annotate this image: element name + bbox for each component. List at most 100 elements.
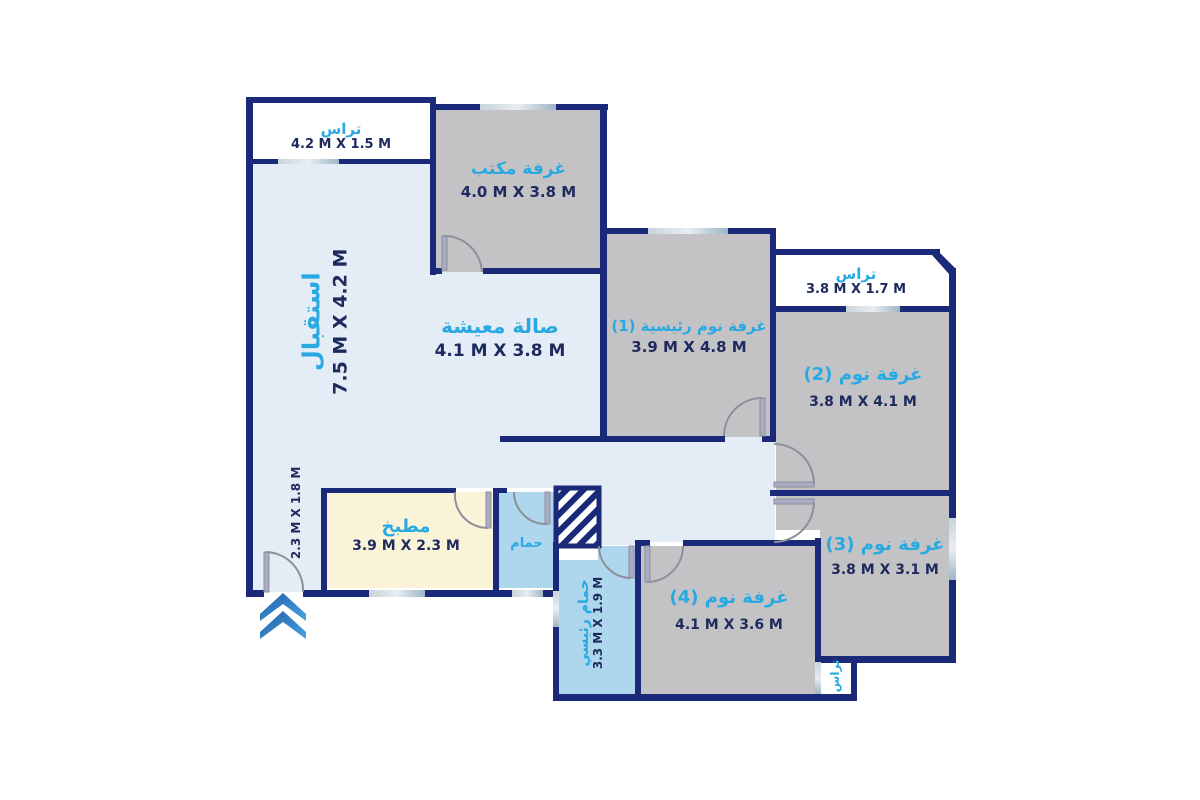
wall bbox=[556, 104, 608, 110]
wall bbox=[815, 538, 821, 698]
door-master-bath[interactable] bbox=[598, 545, 635, 579]
terrace-right-size: 3.8 M X 1.7 M bbox=[805, 282, 907, 298]
label-reception: استقبال 7.5 M X 4.2 M bbox=[297, 187, 351, 457]
door-office[interactable] bbox=[441, 234, 483, 273]
terrace-right-fill bbox=[776, 254, 950, 307]
windows bbox=[278, 104, 956, 694]
bedroom4-size: 4.1 M X 3.6 M bbox=[675, 616, 783, 633]
terrace-small-fill bbox=[821, 662, 851, 695]
wall bbox=[425, 590, 512, 597]
label-terrace-small: تراس bbox=[828, 656, 843, 696]
living-size: 4.1 M X 3.8 M bbox=[434, 341, 566, 361]
window bbox=[815, 662, 821, 694]
wall bbox=[817, 656, 956, 663]
office-fill bbox=[436, 108, 601, 272]
wall bbox=[246, 97, 436, 103]
wall bbox=[543, 590, 559, 597]
label-terrace-right: تراس 3.8 M X 1.7 M bbox=[776, 265, 936, 298]
office-name: غرفة مكتب bbox=[471, 159, 566, 179]
terrace-top-fill bbox=[250, 101, 432, 162]
living-name: صالة معيشة bbox=[441, 314, 559, 338]
entry-hall-size: 2.3 M X 1.8 M bbox=[289, 466, 304, 560]
kitchen-fill bbox=[326, 492, 493, 588]
wall bbox=[770, 490, 956, 496]
wall bbox=[430, 97, 436, 275]
wall bbox=[321, 488, 456, 493]
door-bathroom[interactable] bbox=[513, 491, 551, 526]
kitchen-size: 3.9 M X 2.3 M bbox=[352, 537, 460, 554]
wall bbox=[430, 268, 442, 274]
wall bbox=[246, 590, 264, 597]
wall bbox=[339, 159, 436, 164]
terrace-small-name: تراس bbox=[828, 659, 843, 693]
window bbox=[846, 306, 900, 312]
wall bbox=[762, 436, 776, 442]
master-bath-size: 3.3 M X 1.9 M bbox=[591, 576, 606, 670]
bedroom4-name: غرفة نوم (4) bbox=[669, 587, 789, 608]
door-master-bedroom[interactable] bbox=[723, 397, 766, 437]
wall bbox=[493, 488, 507, 493]
bedroom4-fill bbox=[641, 546, 817, 695]
wall bbox=[553, 694, 857, 701]
window bbox=[949, 518, 956, 580]
wall bbox=[949, 268, 956, 518]
master-bedroom-name: غرفة نوم رئيسية (1) bbox=[611, 317, 767, 335]
window bbox=[369, 590, 425, 597]
window bbox=[512, 590, 543, 597]
master-bath-name: حمام رئيسي bbox=[576, 579, 593, 667]
wall bbox=[683, 540, 821, 546]
wall bbox=[553, 545, 559, 591]
master-bath-fill bbox=[559, 560, 637, 695]
label-kitchen: مطبخ 3.9 M X 2.3 M bbox=[326, 516, 486, 554]
wall bbox=[553, 627, 559, 699]
wall bbox=[493, 488, 499, 592]
door-bedroom3[interactable] bbox=[773, 498, 815, 543]
reception-size: 7.5 M X 4.2 M bbox=[328, 248, 351, 395]
wall bbox=[430, 104, 480, 110]
doors bbox=[263, 234, 815, 593]
window bbox=[480, 104, 556, 110]
wall bbox=[321, 488, 327, 592]
bedroom2-fill bbox=[776, 311, 950, 492]
bathroom-name: حمام bbox=[510, 536, 543, 551]
label-entry-hall: 2.3 M X 1.8 M bbox=[289, 463, 304, 563]
wall bbox=[246, 159, 278, 164]
door-bedroom4[interactable] bbox=[644, 545, 684, 583]
bedroom3-fill-main bbox=[820, 496, 950, 658]
bedroom3-name: غرفة نوم (3) bbox=[825, 534, 945, 555]
entry-arrow-icon bbox=[260, 593, 306, 639]
wall bbox=[483, 268, 605, 274]
label-office: غرفة مكتب 4.0 M X 3.8 M bbox=[436, 159, 601, 201]
window bbox=[553, 591, 559, 627]
label-bathroom: حمام bbox=[498, 536, 555, 552]
terrace-top-name: تراس bbox=[320, 120, 362, 138]
wall bbox=[303, 590, 369, 597]
master-bath-top-fill bbox=[598, 546, 637, 560]
label-living: صالة معيشة 4.1 M X 3.8 M bbox=[410, 315, 590, 362]
bedroom2-name: غرفة نوم (2) bbox=[803, 364, 923, 385]
office-size: 4.0 M X 3.8 M bbox=[460, 182, 577, 201]
door-entry[interactable] bbox=[263, 551, 305, 593]
wall bbox=[900, 306, 956, 312]
label-master-bath: حمام رئيسي 3.3 M X 1.9 M bbox=[576, 563, 606, 683]
wall bbox=[728, 228, 776, 234]
reception-living-fill bbox=[250, 162, 775, 592]
label-bedroom4: غرفة نوم (4) 4.1 M X 3.6 M bbox=[641, 587, 817, 633]
terrace-top-size: 4.2 M X 1.5 M bbox=[290, 137, 392, 153]
label-terrace-top: تراس 4.2 M X 1.5 M bbox=[250, 120, 432, 153]
door-kitchen[interactable] bbox=[453, 491, 492, 530]
shaft bbox=[553, 485, 602, 549]
wall bbox=[949, 580, 956, 662]
terrace-right-name: تراس bbox=[835, 265, 877, 283]
walls bbox=[246, 97, 956, 701]
label-bedroom2: غرفة نوم (2) 3.8 M X 4.1 M bbox=[776, 364, 950, 410]
window bbox=[278, 159, 339, 164]
bedroom2-size: 3.8 M X 4.1 M bbox=[809, 393, 917, 410]
wall bbox=[770, 249, 940, 255]
door-bedroom2[interactable] bbox=[773, 443, 815, 488]
wall bbox=[635, 540, 641, 698]
label-master-bedroom: غرفة نوم رئيسية (1) 3.9 M X 4.8 M bbox=[606, 317, 772, 357]
wall bbox=[600, 228, 648, 234]
wall bbox=[851, 656, 857, 700]
